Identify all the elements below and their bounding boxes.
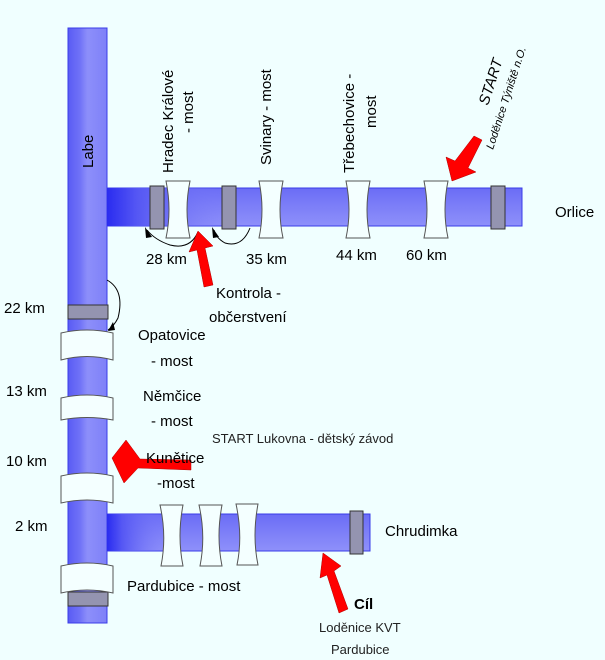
- bridge: [60, 472, 114, 504]
- river-orlice-shade: [107, 188, 227, 226]
- weir: [149, 185, 165, 230]
- bridge-name: Hradec Králové: [160, 70, 177, 173]
- km-label: 10 km: [6, 453, 47, 470]
- bridge-name: Opatovice: [138, 327, 206, 344]
- bridge: [159, 504, 184, 567]
- portage-arrow: [106, 279, 121, 331]
- arrowhead-icon: [145, 227, 152, 238]
- weir: [490, 185, 506, 230]
- arrowhead-icon: [108, 322, 115, 331]
- km-label: 60 km: [406, 247, 447, 264]
- weir: [67, 591, 109, 607]
- bridge-name: - most: [180, 91, 197, 134]
- weir: [221, 185, 237, 230]
- finish-line1: Loděnice KVT: [319, 620, 401, 635]
- start-lukovna-label: START Lukovna - dětský závod: [212, 431, 393, 446]
- km-label: 35 km: [246, 251, 287, 268]
- bridge-name: -most: [157, 475, 195, 492]
- finish-arrow-icon: [319, 552, 349, 614]
- bridge-name: Pardubice - most: [127, 578, 241, 595]
- start-orlice-arrow-icon: [445, 135, 483, 182]
- bridge: [235, 503, 259, 566]
- bridge-name: Třebechovice -: [341, 74, 358, 173]
- river-labe: [67, 27, 108, 624]
- km-label: 22 km: [4, 300, 45, 317]
- bridge: [345, 180, 371, 239]
- bridge-name: Němčice: [143, 388, 201, 405]
- bridge: [60, 329, 114, 361]
- portage-arrow: [213, 227, 251, 245]
- km-label: 28 km: [146, 251, 187, 268]
- kontrola-arrow-icon: [188, 230, 214, 288]
- arrowhead-icon: [212, 227, 219, 238]
- bridge-name: Svinary - most: [258, 68, 275, 165]
- bridge-name: Kunětice: [146, 450, 204, 467]
- bridge: [423, 180, 449, 239]
- bridge-name: most: [363, 95, 380, 128]
- bridge: [165, 180, 191, 239]
- weir: [67, 304, 109, 320]
- kontrola-label: Kontrola -: [216, 285, 281, 302]
- kontrola-label: občerstvení: [209, 309, 287, 326]
- finish-title: Cíl: [354, 596, 373, 613]
- bridge: [60, 562, 114, 594]
- river-chrudimka-shade: [107, 514, 167, 551]
- bridge-name: - most: [151, 413, 194, 430]
- bridge-name: - most: [151, 353, 194, 370]
- finish-line2: Pardubice: [331, 642, 390, 657]
- bridge: [60, 394, 114, 421]
- bridge: [198, 504, 223, 567]
- label-labe: Labe: [80, 135, 97, 168]
- label-chrudimka: Chrudimka: [385, 523, 458, 540]
- km-label: 44 km: [336, 247, 377, 264]
- km-label: 2 km: [15, 518, 48, 535]
- label-orlice: Orlice: [555, 204, 594, 221]
- start-lukovna-arrow-icon: [111, 439, 192, 484]
- portage-arrow: [146, 229, 199, 247]
- km-label: 13 km: [6, 383, 47, 400]
- bridge: [258, 180, 284, 239]
- weir: [349, 510, 364, 555]
